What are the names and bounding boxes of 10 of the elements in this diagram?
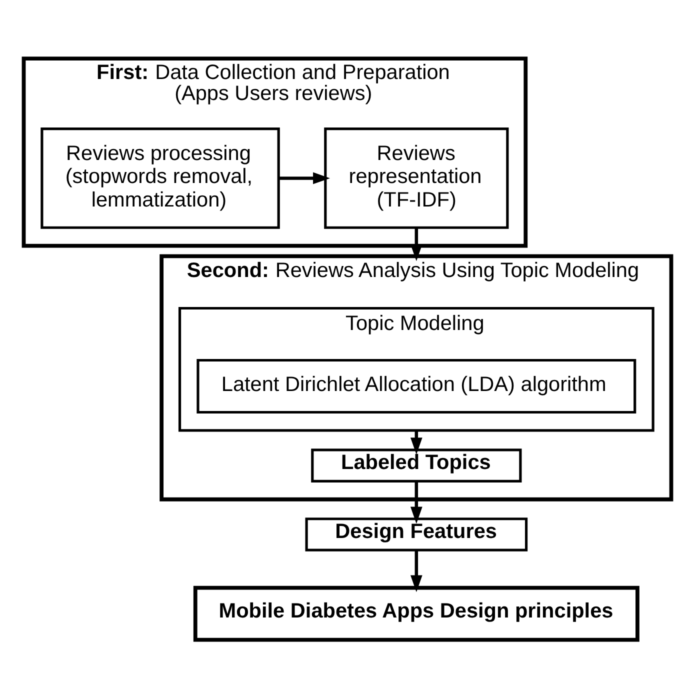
arrow (410, 550, 422, 592)
node-box: Reviews processing (stopwords removal, lemmatization) (40, 127, 280, 228)
node-box: Latent Dirichlet Allocation (LDA) algorithm (196, 358, 636, 414)
node-box: Reviews representation (TF-IDF) (324, 127, 509, 228)
arrow (278, 172, 330, 184)
node-box: Labeled Topics (311, 448, 522, 482)
node-box: Mobile Diabetes Apps Design principles (193, 585, 640, 642)
node-box: Design Features (305, 517, 528, 551)
arrow (410, 227, 422, 261)
arrow (410, 480, 422, 524)
